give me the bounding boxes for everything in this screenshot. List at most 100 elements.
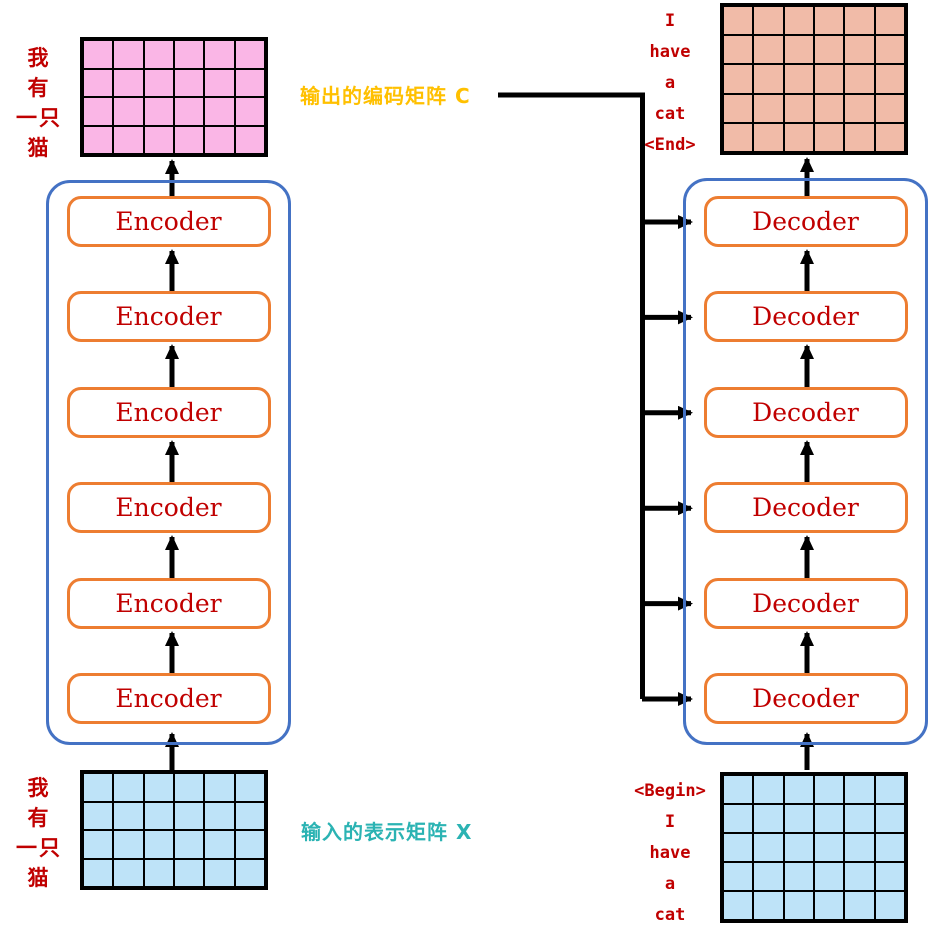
decoder-input-matrix [720,772,908,923]
matrix-cell [753,804,784,833]
encoder-input-tokens: 我有一只猫 [10,772,68,892]
encoder-block: Encoder [66,482,271,534]
matrix-cell [723,804,754,833]
matrix-cell [814,6,845,36]
token-label: 猫 [27,866,51,890]
matrix-cell [844,6,875,36]
token-label: have [649,41,691,62]
encoder-block: Encoder [66,196,271,247]
matrix-cell [174,97,205,126]
matrix-cell [113,68,144,97]
token-label: 有 [27,76,51,100]
token-label: 猫 [27,136,51,160]
matrix-cell [143,125,174,154]
matrix-cell [174,830,205,859]
matrix-cell [83,858,114,887]
matrix-cell [814,862,845,891]
encoder-block: Encoder [66,291,271,343]
token-label: <End> [644,134,696,155]
matrix-cell [143,40,174,69]
matrix-cell [143,97,174,126]
matrix-cell [83,801,114,830]
matrix-cell [143,830,174,859]
decoder-block: Decoder [703,672,908,724]
matrix-cell [814,775,845,804]
matrix-cell [783,122,814,152]
matrix-cell [204,858,235,887]
encoder-block: Encoder [66,577,271,629]
decoder-block: Decoder [703,577,908,629]
matrix-cell [874,804,905,833]
matrix-cell [143,801,174,830]
matrix-cell [753,35,784,65]
decoder-block: Decoder [703,386,908,438]
matrix-cell [83,68,114,97]
matrix-cell [723,833,754,862]
matrix-cell [723,122,754,152]
block-label: Decoder [752,397,859,427]
matrix-cell [723,6,754,36]
matrix-cell [204,830,235,859]
matrix-cell [753,833,784,862]
matrix-cell [874,64,905,94]
matrix-cell [723,862,754,891]
matrix-cell [783,862,814,891]
matrix-cell [234,97,265,126]
matrix-cell [723,93,754,123]
encoder-output-matrix [80,37,268,157]
block-label: Decoder [752,588,859,618]
token-label: a [664,873,676,894]
matrix-cell [143,858,174,887]
token-label: <Begin> [634,780,706,801]
decoder-block: Decoder [703,482,908,534]
encoder-block: Encoder [66,672,271,724]
decoder-output-matrix [720,3,908,155]
matrix-cell [113,97,144,126]
matrix-cell [844,35,875,65]
block-label: Encoder [115,207,222,236]
encoder-output-matrix-label: 输出的编码矩阵 C [300,84,471,108]
matrix-cell [844,891,875,920]
block-label: Decoder [752,207,859,236]
matrix-cell [814,804,845,833]
matrix-cell [814,122,845,152]
matrix-cell [783,804,814,833]
block-label: Encoder [115,397,222,427]
token-label: I [664,10,676,31]
matrix-cell [174,801,205,830]
matrix-cell [113,40,144,69]
encoder-output-connector-line [498,92,645,699]
matrix-cell [783,35,814,65]
matrix-cell [83,125,114,154]
matrix-cell [234,773,265,802]
matrix-cell [174,125,205,154]
matrix-cell [844,775,875,804]
matrix-cell [814,891,845,920]
block-label: Decoder [752,683,859,713]
matrix-cell [874,93,905,123]
token-label: 一只 [16,836,62,860]
matrix-cell [783,833,814,862]
matrix-cell [83,40,114,69]
matrix-cell [814,64,845,94]
matrix-cell [874,35,905,65]
matrix-cell [783,64,814,94]
block-label: Encoder [115,493,222,523]
matrix-cell [874,122,905,152]
matrix-cell [234,858,265,887]
matrix-cell [113,858,144,887]
matrix-cell [143,68,174,97]
matrix-cell [783,891,814,920]
matrix-cell [204,125,235,154]
matrix-cell [234,40,265,69]
matrix-cell [753,93,784,123]
token-label: a [664,72,676,93]
token-label: 有 [27,806,51,830]
matrix-cell [783,775,814,804]
matrix-cell [83,773,114,802]
